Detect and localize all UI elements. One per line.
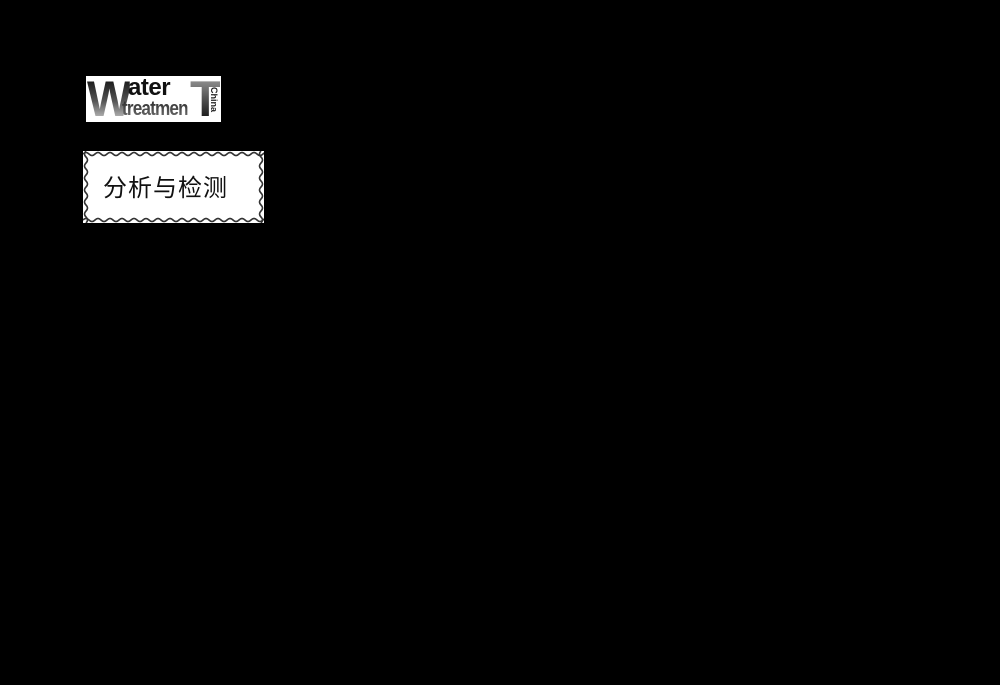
wavy-border-bottom — [83, 217, 264, 223]
logo-big-t: T — [190, 76, 221, 122]
wavy-border-right — [258, 151, 264, 223]
logo-china-text: China — [209, 87, 219, 113]
section-label-text: 分析与检测 — [103, 174, 228, 202]
wavy-border-top — [83, 151, 264, 157]
logo-word-ater: ater — [128, 76, 171, 101]
logo-word-treatmen: treatmen — [122, 98, 189, 120]
wavy-border-left — [83, 151, 89, 223]
logo-big-w: W — [87, 76, 132, 122]
water-treatment-china-logo: W ater treatmen T China — [86, 76, 221, 122]
section-label-box: 分析与检测 — [83, 151, 264, 223]
